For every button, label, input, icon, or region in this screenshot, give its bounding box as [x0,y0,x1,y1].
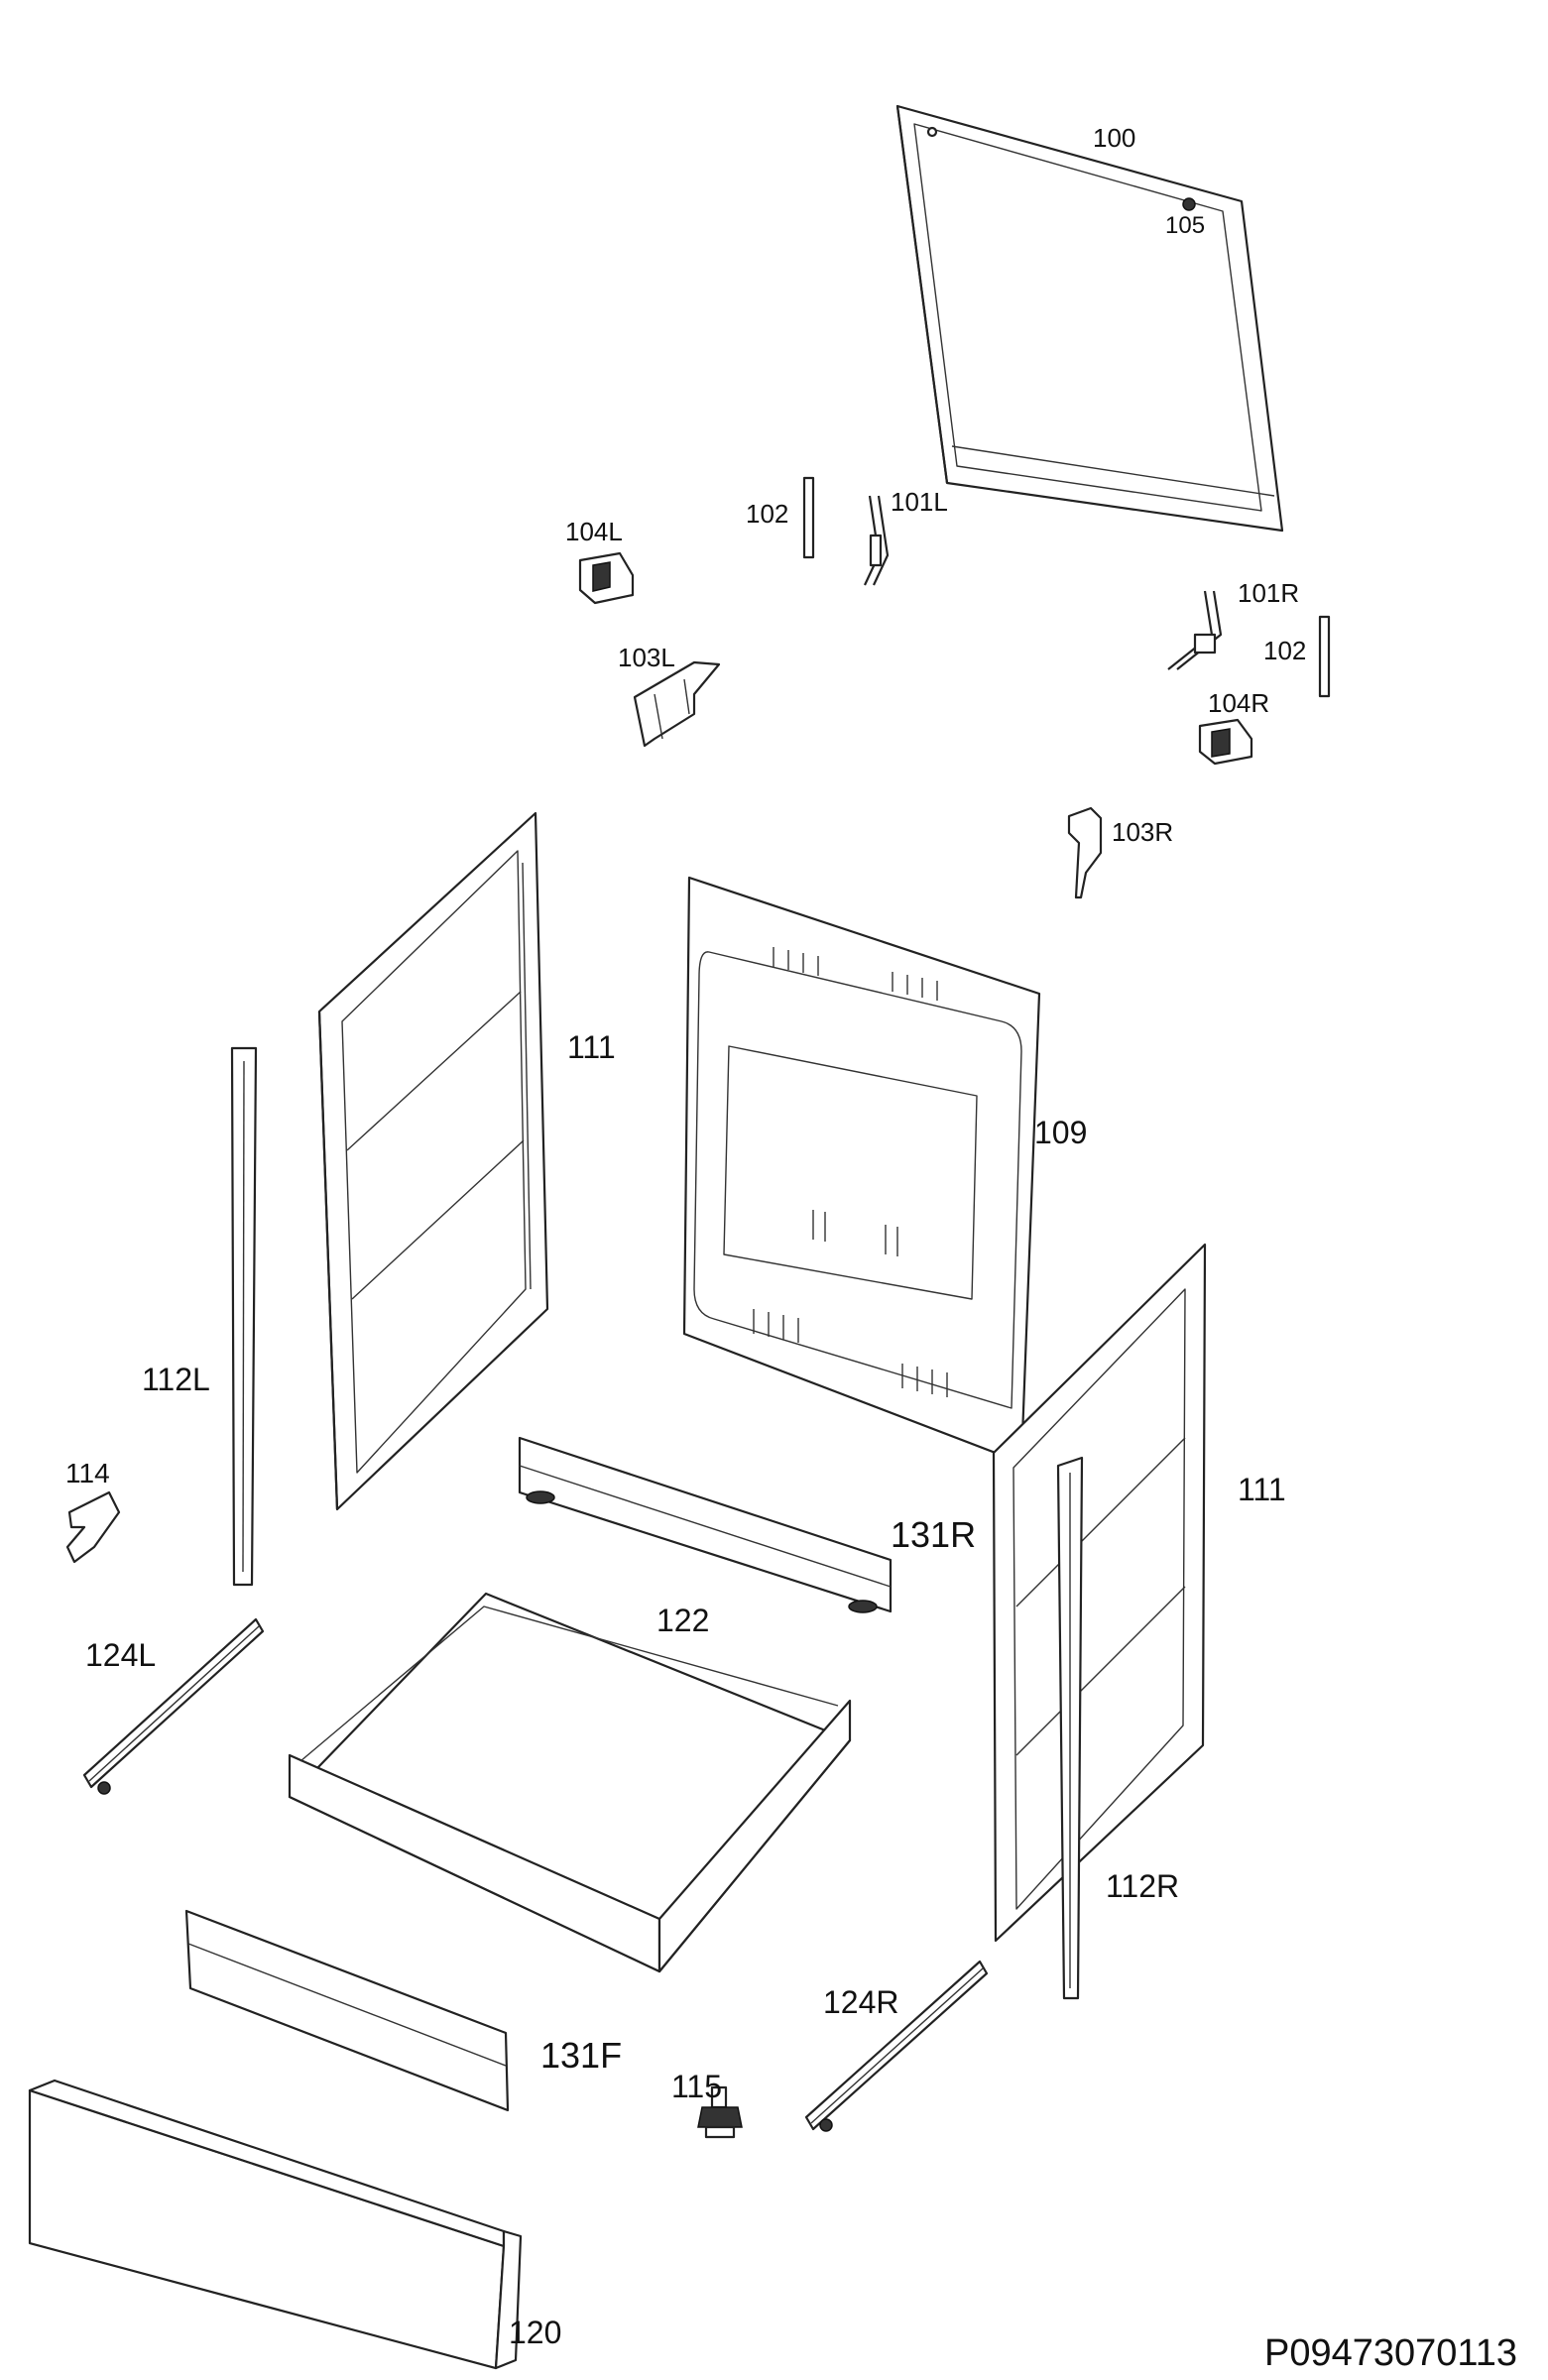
part-103R-bracket[interactable] [1067,806,1103,899]
part-112R-strip[interactable] [1056,1456,1084,2000]
label-120: 120 [509,2315,561,2350]
part-105-screw[interactable] [1182,197,1196,211]
label-124L: 124L [85,1637,156,1673]
label-114: 114 [65,1458,110,1488]
part-115-foot[interactable] [697,2085,743,2139]
part-101L-hinge[interactable] [864,495,890,586]
label-115: 115 [671,2069,722,2104]
label-104R: 104R [1208,688,1269,718]
label-101R: 101R [1238,578,1299,608]
part-131R-rail[interactable] [518,1436,893,1613]
part-114-clip[interactable] [65,1490,121,1564]
label-111-left: 111 [567,1029,616,1065]
label-131F: 131F [540,2035,622,2076]
part-112L-strip[interactable] [230,1046,258,1587]
part-104L-block[interactable] [578,551,635,605]
label-131R: 131R [891,1514,976,1555]
part-131F-front-rail[interactable] [184,1909,510,2112]
label-101L: 101L [891,487,948,517]
label-111-right: 111 [1238,1472,1286,1507]
part-101R-hinge[interactable] [1167,590,1223,670]
label-104L: 104L [565,517,623,546]
label-103R: 103R [1112,817,1173,847]
part-109-back-panel[interactable] [682,876,1041,1465]
part-124R-runner[interactable] [804,1960,989,2132]
label-105: 105 [1165,212,1205,239]
drawing-code: P09473070113 [1264,2332,1517,2374]
label-122: 122 [656,1603,709,1638]
part-102-pin-left[interactable] [802,476,815,559]
part-100-top-frame[interactable] [895,104,1284,533]
label-124R: 124R [823,1984,899,2020]
label-102-right: 102 [1263,636,1306,665]
label-112R: 112R [1106,1868,1179,1904]
part-124L-runner[interactable] [82,1617,265,1795]
part-102-pin-right[interactable] [1318,615,1331,698]
part-111-side-panel-left[interactable] [317,811,549,1511]
part-103L-bracket[interactable] [633,660,721,748]
label-109: 109 [1034,1115,1087,1150]
part-111-side-panel-right[interactable] [992,1243,1207,1943]
label-100: 100 [1093,123,1135,153]
part-122-bottom-tray[interactable] [288,1592,852,1973]
part-104R-block[interactable] [1198,718,1253,766]
label-112L: 112L [142,1362,210,1397]
label-103L: 103L [618,643,675,672]
label-102-left: 102 [746,499,788,529]
part-120-plinth[interactable] [28,2079,523,2370]
